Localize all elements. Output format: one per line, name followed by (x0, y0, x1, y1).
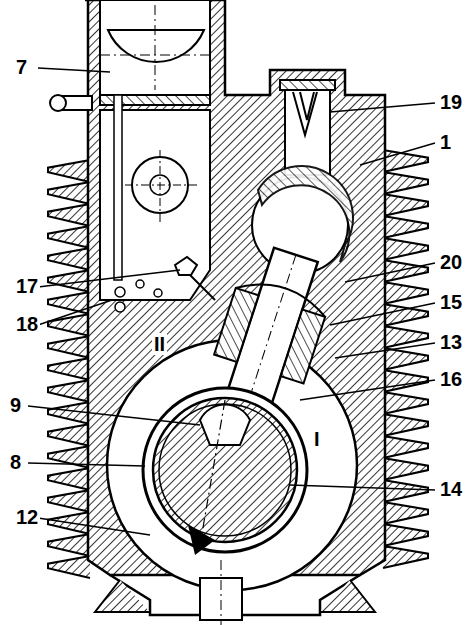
callout-number: II (152, 333, 167, 355)
callout-number: I (312, 428, 322, 450)
callout-number: 1 (438, 131, 453, 153)
callout-number: 19 (438, 91, 464, 113)
crank-ring (143, 388, 307, 552)
callout-number: 18 (14, 313, 40, 335)
piston-bowl (108, 30, 204, 62)
callout-number: 16 (438, 368, 464, 390)
callout-number: 8 (8, 451, 23, 473)
callout-number: 13 (438, 331, 464, 353)
callout-number: 15 (438, 291, 464, 313)
cooling-fins (48, 160, 90, 578)
callout-number: 20 (438, 251, 464, 273)
callout-number: 17 (14, 275, 40, 297)
leader-lines (28, 68, 435, 535)
callout-number: 9 (8, 394, 23, 416)
callout-number: 14 (438, 478, 464, 500)
cooling-fins (383, 150, 428, 568)
crank-disc (153, 398, 297, 542)
callout-number: 12 (14, 506, 40, 528)
callout-number: 7 (14, 56, 29, 78)
